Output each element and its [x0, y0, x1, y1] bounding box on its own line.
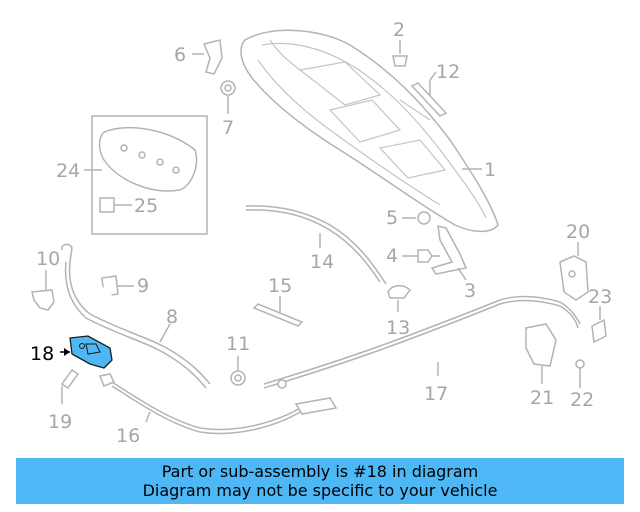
callout-25: 25 [134, 195, 158, 217]
latch-bracket-10 [31, 270, 55, 311]
callout-21: 21 [530, 387, 554, 409]
actuator-20 [559, 242, 589, 301]
callout-3: 3 [464, 280, 476, 302]
callout-1: 1 [484, 159, 496, 181]
hinge-3 [430, 225, 468, 281]
callout-22: 22 [570, 389, 594, 411]
grommet-11 [230, 356, 246, 386]
callout-17: 17 [424, 383, 448, 405]
callout-18: 18 [30, 343, 54, 365]
bolt-4 [402, 249, 440, 263]
callout-6: 6 [174, 44, 186, 66]
screw-22 [575, 359, 585, 388]
hinge-bracket-6 [192, 39, 223, 75]
callout-20: 20 [566, 221, 590, 243]
prop-rod-clip-13 [387, 285, 411, 312]
grommet-7 [220, 80, 236, 114]
bolt-19 [60, 368, 80, 404]
hood-panel [240, 29, 499, 233]
cover-23 [591, 306, 607, 344]
callout-19: 19 [48, 411, 72, 433]
banner-line-2: Diagram may not be specific to your vehi… [142, 481, 498, 500]
grommet-5 [402, 211, 431, 225]
callout-13: 13 [386, 317, 410, 339]
callout-10: 10 [36, 248, 60, 270]
callout-16: 16 [116, 425, 140, 447]
callout-11: 11 [226, 333, 250, 355]
callout-2: 2 [393, 19, 405, 41]
seal-strip [410, 71, 448, 117]
clip-25 [99, 197, 132, 213]
banner-line-1: Part or sub-assembly is #18 in diagram [161, 462, 479, 481]
callout-5: 5 [386, 207, 398, 229]
callout-24: 24 [56, 160, 80, 182]
callout-23: 23 [588, 286, 612, 308]
insulator-pad-24 [84, 115, 208, 235]
bumper-stop [392, 40, 408, 67]
release-cable-16 [98, 373, 338, 435]
hood-latch-18 [60, 335, 113, 369]
callout-8: 8 [166, 306, 178, 328]
callout-4: 4 [386, 245, 398, 267]
info-banner: Part or sub-assembly is #18 in diagram D… [16, 458, 624, 504]
callout-12: 12 [436, 61, 460, 83]
release-cable-17 [263, 295, 581, 389]
latch-release-21 [525, 323, 557, 384]
support-rod-14 [245, 205, 387, 285]
callout-14: 14 [310, 251, 334, 273]
release-cable-8 [61, 243, 211, 389]
callout-15: 15 [268, 275, 292, 297]
callout-9: 9 [137, 275, 149, 297]
callout-7: 7 [222, 117, 234, 139]
weatherstrip-15 [252, 296, 304, 327]
